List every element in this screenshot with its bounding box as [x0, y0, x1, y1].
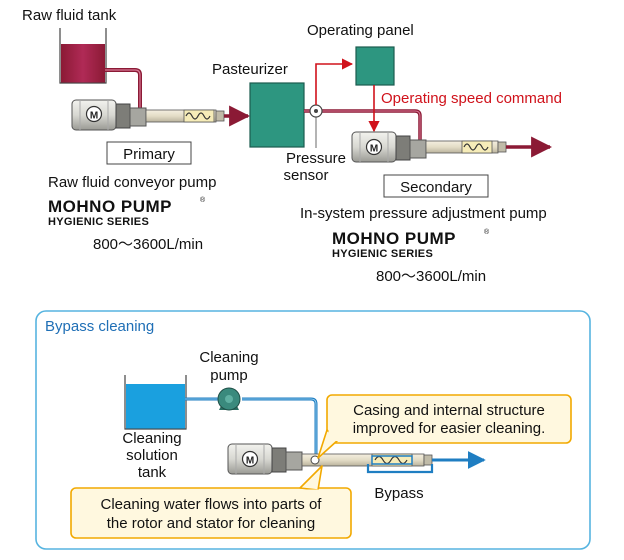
secondary-pump: M — [351, 131, 507, 163]
cleaning-solution-tank: Cleaning solution tank — [122, 375, 187, 481]
sensor-signal-line — [315, 58, 354, 105]
primary-label-box: Primary — [106, 141, 192, 165]
raw-fluid-tank: Raw fluid tank — [22, 7, 117, 84]
pasteurizer: Pasteurizer — [212, 61, 305, 148]
tank-label-1: Cleaning — [122, 430, 181, 447]
tank-label-2: solution — [126, 447, 178, 464]
pressure-sensor-label-1: Pressure — [286, 150, 346, 167]
pasteurizer-outlet-pipe — [304, 109, 422, 140]
operating-speed-command-label: Operating speed command — [381, 90, 562, 107]
bypass-pump: M — [227, 443, 433, 475]
cleaning-pump-label-1: Cleaning — [199, 349, 258, 366]
pasteurizer-label: Pasteurizer — [212, 61, 288, 78]
secondary-motor-symbol: M — [370, 144, 378, 155]
svg-text:MOHNO PUMP: MOHNO PUMP — [48, 197, 172, 216]
operating-panel: Operating panel — [307, 22, 414, 86]
svg-text:®: ® — [200, 196, 206, 204]
callout-water-line-1: Cleaning water flows into parts of — [101, 496, 323, 513]
primary-brand-logo: MOHNO PUMP ® HYGIENIC SERIES — [48, 196, 206, 228]
bypass-flow-line — [366, 451, 486, 474]
raw-fluid-tank-label: Raw fluid tank — [22, 7, 117, 24]
primary-flow-rate: 800～3600L/min — [93, 236, 203, 253]
raw-fluid-pipe — [105, 68, 142, 108]
primary-motor-icon — [85, 105, 103, 123]
svg-text:HYGIENIC SERIES: HYGIENIC SERIES — [332, 248, 433, 260]
secondary-brand-logo: MOHNO PUMP ® HYGIENIC SERIES — [332, 228, 490, 260]
secondary-label: Secondary — [400, 179, 472, 196]
bypass-motor-symbol: M — [246, 456, 254, 467]
primary-description: Raw fluid conveyor pump — [48, 174, 216, 191]
svg-text:HYGIENIC SERIES: HYGIENIC SERIES — [48, 216, 149, 228]
secondary-flow-rate: 800～3600L/min — [376, 268, 486, 285]
bypass-cleaning-title: Bypass cleaning — [45, 318, 154, 335]
secondary-description: In-system pressure adjustment pump — [300, 205, 547, 222]
callout-water-line-2: the rotor and stator for cleaning — [107, 515, 315, 532]
bypass-motor-icon — [241, 450, 259, 468]
callout-casing-line-2: improved for easier cleaning. — [353, 420, 546, 437]
cleaning-pump-label-2: pump — [210, 367, 248, 384]
tank-label-3: tank — [138, 464, 167, 481]
operating-panel-label: Operating panel — [307, 22, 414, 39]
callout-cleaning-water: Cleaning water flows into parts of the r… — [70, 465, 352, 539]
bypass-label: Bypass — [374, 485, 423, 502]
primary-label: Primary — [123, 146, 175, 163]
primary-motor-symbol: M — [90, 111, 98, 122]
cleaning-pipe — [185, 397, 318, 458]
svg-text:MOHNO PUMP: MOHNO PUMP — [332, 229, 456, 248]
primary-pump: M — [71, 99, 225, 131]
cleaning-pump: Cleaning pump — [199, 349, 259, 411]
svg-text:®: ® — [484, 228, 490, 236]
callout-casing-line-1: Casing and internal structure — [353, 402, 545, 419]
secondary-motor-icon — [365, 138, 383, 156]
raw-fluid-fill — [61, 44, 105, 83]
pressure-sensor-label-2: sensor — [283, 167, 328, 184]
callout-casing-improved: Casing and internal structure improved f… — [317, 394, 572, 459]
secondary-label-box: Secondary — [383, 174, 489, 198]
